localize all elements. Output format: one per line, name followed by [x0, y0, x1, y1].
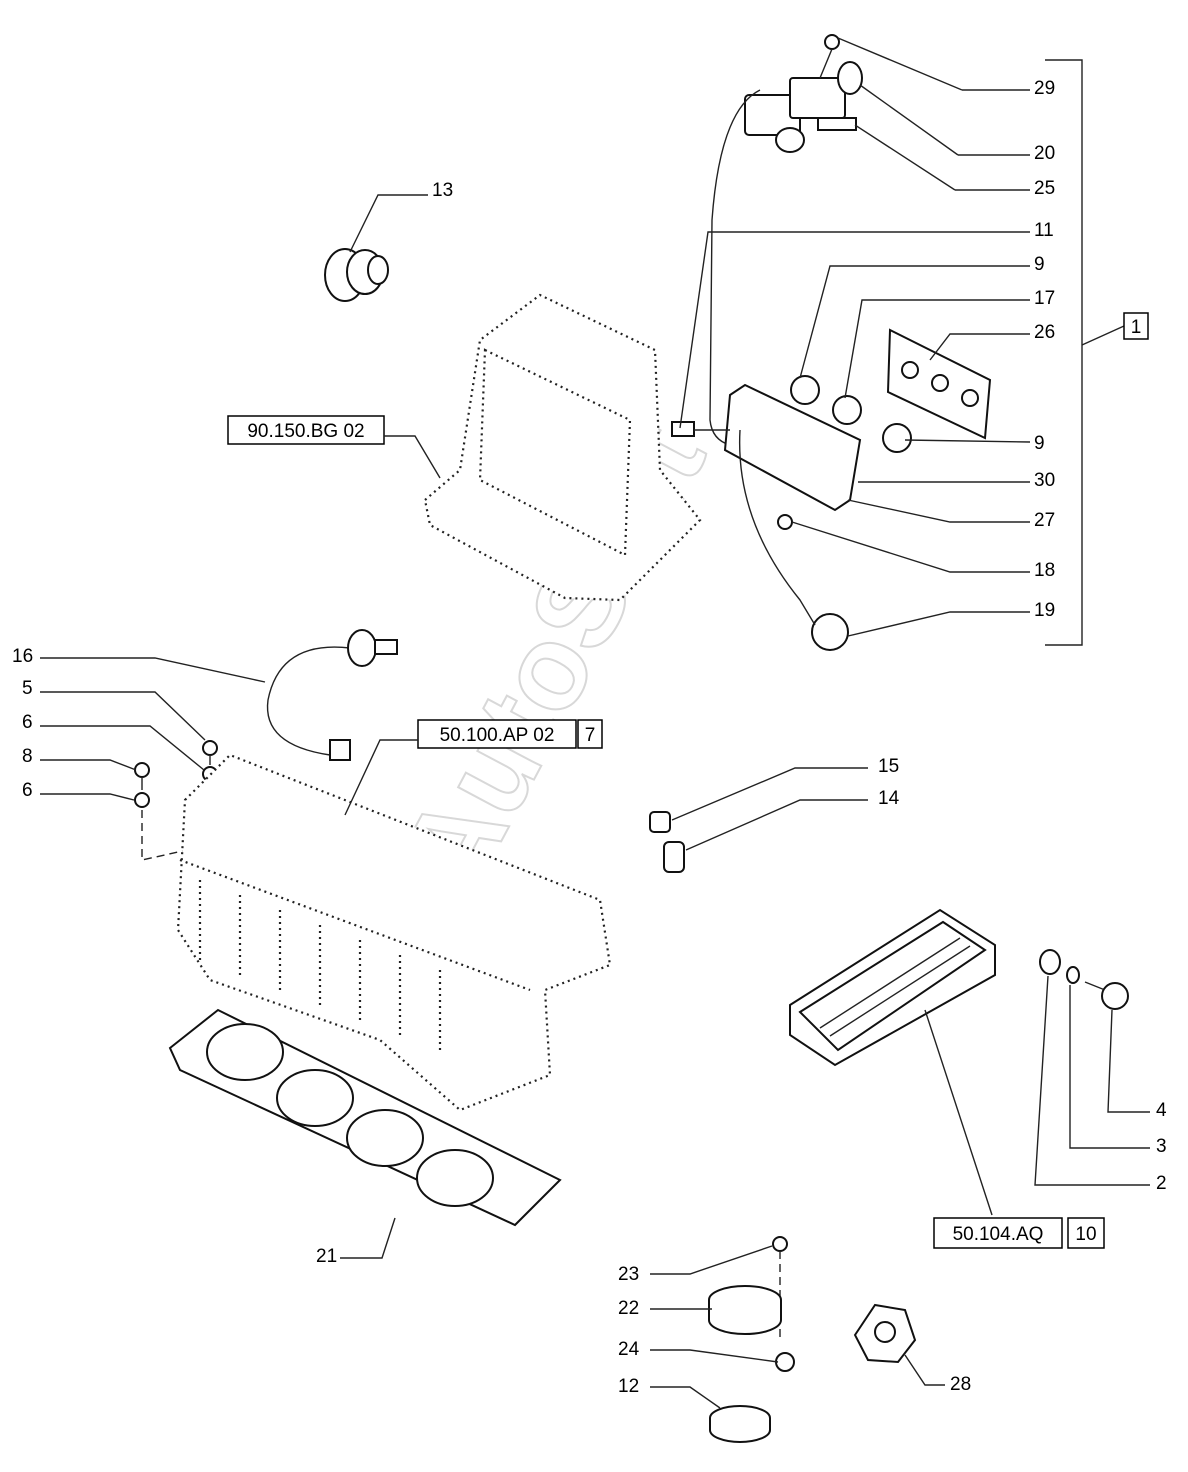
callout-17: 17 — [1034, 288, 1055, 309]
fasteners-right — [1039, 949, 1129, 1010]
callout-11: 11 — [1034, 220, 1054, 241]
part-16-sensor — [266, 629, 398, 761]
ref-50-104-aq: 50.104.AQ — [953, 1224, 1044, 1245]
leader-19 — [847, 611, 1030, 637]
callout-19: 19 — [1034, 600, 1055, 621]
callout-20: 20 — [1034, 143, 1055, 164]
leader-2 — [1034, 975, 1150, 1186]
group-bracket: 1 — [1045, 59, 1149, 646]
ref-box-aq-num — [1067, 1217, 1105, 1249]
ref-box-aq — [933, 1217, 1063, 1249]
leader-13 — [349, 194, 428, 253]
leader-23 — [650, 1245, 773, 1275]
callout-22: 22 — [618, 1298, 639, 1319]
callout-14: 14 — [878, 788, 900, 809]
leader-6b — [40, 793, 135, 801]
leader-21 — [340, 1217, 396, 1259]
leader-9b — [904, 439, 1031, 443]
callout-15: 15 — [878, 756, 899, 777]
leader-26 — [929, 333, 1030, 361]
callout-25: 25 — [1034, 178, 1055, 199]
leader-16 — [40, 657, 266, 683]
group-ref-number: 1 — [1131, 317, 1142, 338]
callout-4: 4 — [1156, 1100, 1167, 1121]
leader-5 — [40, 691, 206, 741]
callout-18: 18 — [1034, 560, 1055, 581]
leader-9a — [799, 265, 1030, 379]
part-13-cap — [324, 248, 389, 302]
callout-3: 3 — [1156, 1136, 1167, 1157]
leader-29 — [837, 37, 963, 91]
callout-2: 2 — [1156, 1173, 1167, 1194]
heater-housing-outline — [176, 753, 612, 1112]
bottom-outlet-parts — [708, 1236, 795, 1443]
filter-element — [789, 908, 996, 1067]
callout-29: 29 — [1034, 78, 1055, 99]
leader-24 — [650, 1349, 779, 1363]
part-28-clip — [853, 1303, 917, 1364]
callout-27: 27 — [1034, 510, 1055, 531]
leader-4 — [1107, 1009, 1150, 1113]
callout-12: 12 — [618, 1376, 639, 1397]
leader-27 — [847, 499, 1030, 523]
callout-9-lower: 9 — [1034, 433, 1045, 454]
leader-11 — [679, 231, 1030, 429]
part-14-15-fitting — [649, 811, 685, 873]
leader-14 — [685, 799, 868, 851]
callout-13: 13 — [432, 180, 453, 201]
leader-15 — [671, 767, 868, 821]
ref-90-150-bg-02: 90.150.BG 02 — [247, 421, 364, 442]
callout-8: 8 — [22, 746, 33, 767]
leader-17 — [844, 299, 1030, 399]
ref-aq-number: 10 — [1075, 1224, 1096, 1245]
callout-24: 24 — [618, 1339, 640, 1360]
ref-box-ap-num — [577, 719, 603, 749]
leader-18 — [791, 521, 1030, 573]
leader-25 — [854, 124, 956, 191]
leader-6a — [40, 725, 205, 771]
callout-23: 23 — [618, 1264, 639, 1285]
ref-ap-number: 7 — [585, 725, 596, 746]
callout-6-upper: 6 — [22, 712, 33, 733]
callout-21: 21 — [316, 1246, 337, 1267]
part-21-gasket — [168, 1008, 562, 1227]
leader-8 — [40, 759, 137, 771]
callout-6-lower: 6 — [22, 780, 33, 801]
duct-outline — [423, 293, 702, 602]
ref-50-100-ap-02: 50.100.AP 02 — [440, 725, 555, 746]
callout-16: 16 — [12, 646, 33, 667]
callout-28: 28 — [950, 1374, 971, 1395]
leader-28 — [904, 1354, 945, 1386]
ref-box-ap — [417, 719, 577, 749]
heater-valve — [709, 34, 863, 446]
control-panel — [671, 328, 992, 651]
ref-box-bg — [227, 415, 385, 445]
callout-26: 26 — [1034, 322, 1055, 343]
leader-3 — [1069, 985, 1150, 1149]
callout-9-upper: 9 — [1034, 254, 1045, 275]
callout-30: 30 — [1034, 470, 1055, 491]
leader-12 — [650, 1386, 721, 1409]
leader-20 — [859, 84, 959, 156]
callout-5: 5 — [22, 678, 33, 699]
